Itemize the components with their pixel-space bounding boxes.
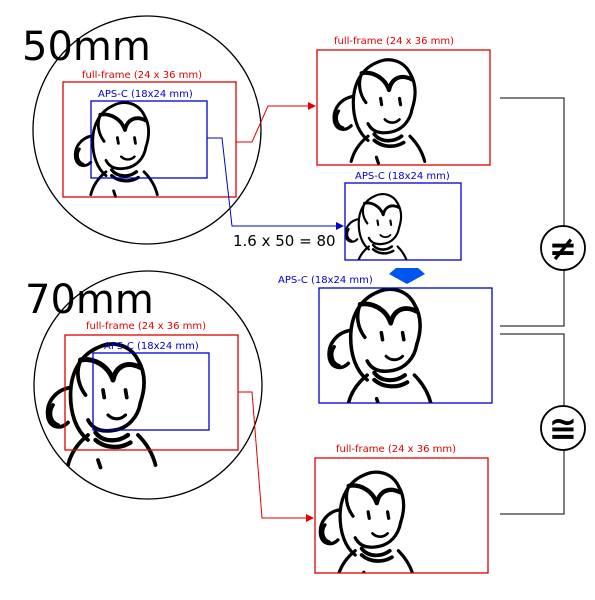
red-connector-bottom: [238, 391, 314, 522]
approx-equal-badge: [540, 405, 586, 451]
red-connector-top: [236, 102, 316, 143]
girl-drawing-aps-top: [345, 192, 410, 260]
full-frame-crop-top: [316, 49, 491, 166]
not-equal-icon: ≠: [549, 229, 578, 269]
lens-circle-70: [33, 270, 263, 500]
crop-factor-equation: 1.6 x 50 = 80: [233, 232, 336, 250]
girl-drawing-50: [73, 100, 160, 199]
bracket-top: [500, 97, 565, 327]
girl-drawing-ff-bottom: [320, 472, 413, 579]
full-frame-rect-50: [62, 81, 237, 198]
blue-connector-top: [207, 137, 344, 230]
full-frame-label-50: full-frame (24 x 36 mm): [82, 70, 202, 81]
not-equal-badge: [540, 225, 586, 271]
girl-drawing-ff-top: [334, 60, 425, 164]
full-frame-label-right-bottom: full-frame (24 x 36 mm): [336, 444, 456, 455]
focal-length-70-label: 70mm: [25, 277, 154, 323]
full-frame-label-70: full-frame (24 x 36 mm): [86, 321, 206, 332]
aps-c-crop-mid: [318, 287, 493, 404]
aps-c-label-right-top: APS-C (18x24 mm): [355, 171, 450, 182]
girl-drawing-aps-mid: [329, 289, 431, 406]
aps-c-label-70: APS-C (18x24 mm): [104, 341, 199, 352]
full-frame-crop-bottom: [314, 457, 489, 574]
focal-length-50-label: 50mm: [22, 24, 151, 70]
aps-c-rect-70: [92, 352, 210, 431]
full-frame-label-right-top: full-frame (24 x 36 mm): [334, 36, 454, 47]
aps-c-label-50: APS-C (18x24 mm): [98, 89, 193, 100]
aps-c-rect-50: [90, 100, 208, 179]
girl-drawing-70: [48, 344, 156, 467]
aps-c-crop-top: [344, 182, 462, 261]
blue-down-arrow-icon: [389, 268, 425, 284]
lens-circle-50: [32, 15, 262, 245]
aps-c-label-right-mid: APS-C (18x24 mm): [278, 275, 373, 286]
approx-equal-icon: ≅: [549, 409, 578, 449]
